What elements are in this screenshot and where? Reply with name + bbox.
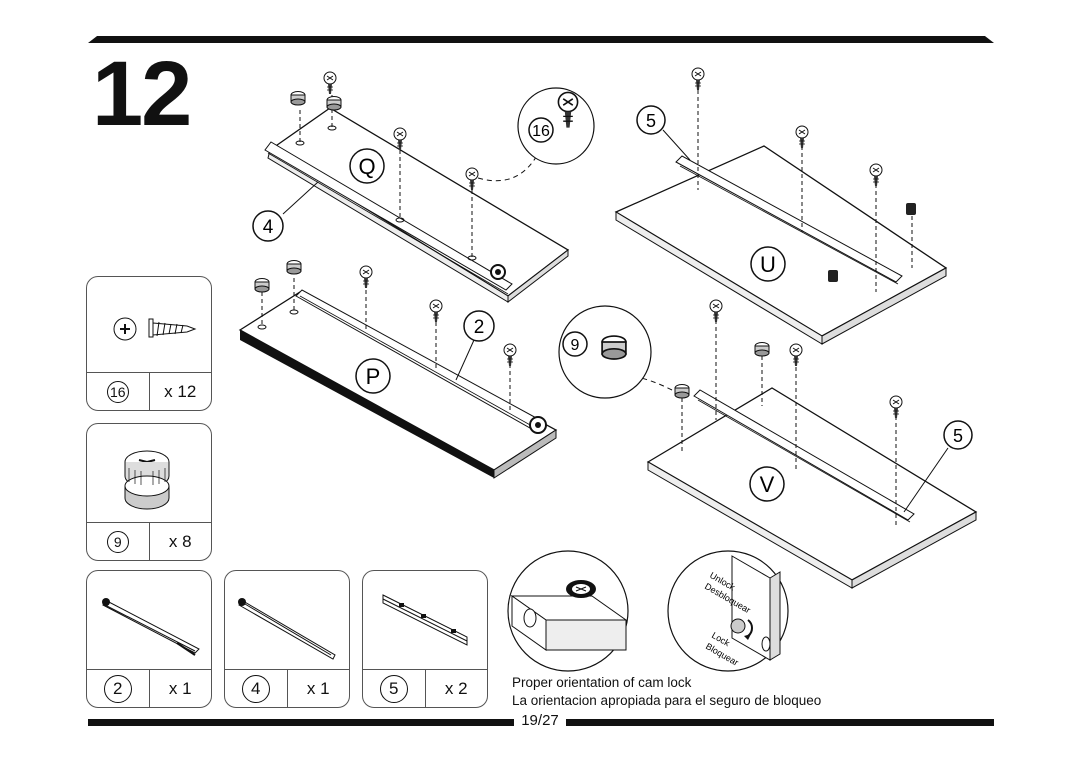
panel-p-marker — [355, 358, 391, 394]
screw-icon — [113, 317, 197, 341]
part-id-2: 2 — [103, 674, 132, 703]
rail-2-marker — [463, 310, 495, 342]
part-id-5: 5 — [379, 674, 408, 703]
rail-2-leader — [455, 339, 475, 381]
part-id-9: 9 — [106, 530, 129, 553]
bracket-5a-label: 5 — [646, 111, 656, 131]
panel-q — [264, 71, 570, 304]
part-id-4: 4 — [241, 674, 270, 703]
part-qty-9: x 8 — [168, 531, 192, 551]
caption-es: La orientacion apropiada para el seguro … — [512, 693, 822, 708]
cam-lock-detail-right — [667, 550, 789, 672]
panel-q-label: Q — [358, 154, 375, 179]
panel-p-label: P — [366, 364, 381, 389]
panel-u-label: U — [760, 252, 776, 277]
drawer-rail-icon — [238, 598, 336, 660]
bottom-rule-left — [88, 719, 514, 726]
panel-v — [619, 299, 978, 589]
cam-lock-caption: Proper orientation of cam lock La orient… — [512, 674, 821, 710]
bracket-5b-leader — [903, 447, 949, 513]
panel-u-marker — [750, 246, 786, 282]
cam-zoom-icon — [601, 335, 627, 360]
bracket-icon — [382, 594, 468, 646]
cam-lock-icon — [124, 450, 170, 510]
drawer-rail-icon — [102, 598, 200, 656]
screw-16-marker — [528, 117, 554, 143]
bracket-5b-label: 5 — [953, 426, 963, 446]
page-indicator: 19/27 — [521, 712, 559, 729]
bottom-rule-right — [566, 719, 994, 726]
part-card-5: 5 x 2 — [362, 570, 488, 708]
rail-2-label: 2 — [474, 317, 485, 338]
rail-4-leader — [282, 181, 319, 215]
step-number: 12 — [92, 43, 192, 145]
panel-p — [238, 260, 558, 479]
panel-v-label: V — [760, 472, 775, 497]
bracket-5a-leader — [662, 129, 691, 161]
panel-v-marker — [749, 466, 785, 502]
cam-9-label: 9 — [571, 337, 580, 354]
part-qty-4: x 1 — [306, 678, 330, 698]
bracket-5b-marker — [943, 420, 973, 450]
part-card-9: 9 x 8 — [86, 423, 212, 561]
part-card-2: 2 x 1 — [86, 570, 212, 708]
panel-q-marker — [349, 148, 385, 184]
rail-4-marker — [252, 210, 284, 242]
rail-4-label: 4 — [263, 217, 274, 238]
part-qty-2: x 1 — [168, 678, 192, 698]
part-id-16: 16 — [106, 380, 129, 403]
part-card-4: 4 x 1 — [224, 570, 350, 708]
part-qty-16: x 12 — [164, 381, 197, 401]
cam-lock-detail-left — [507, 550, 629, 672]
part-card-16: 16 x 12 — [86, 276, 212, 411]
bracket-5a-marker — [636, 105, 666, 135]
panel-u — [614, 67, 948, 345]
caption-en: Proper orientation of cam lock — [512, 675, 692, 690]
part-qty-5: x 2 — [444, 678, 468, 698]
top-rule — [88, 36, 994, 43]
screw-16-label: 16 — [532, 123, 550, 140]
cam-9-marker — [562, 331, 588, 357]
